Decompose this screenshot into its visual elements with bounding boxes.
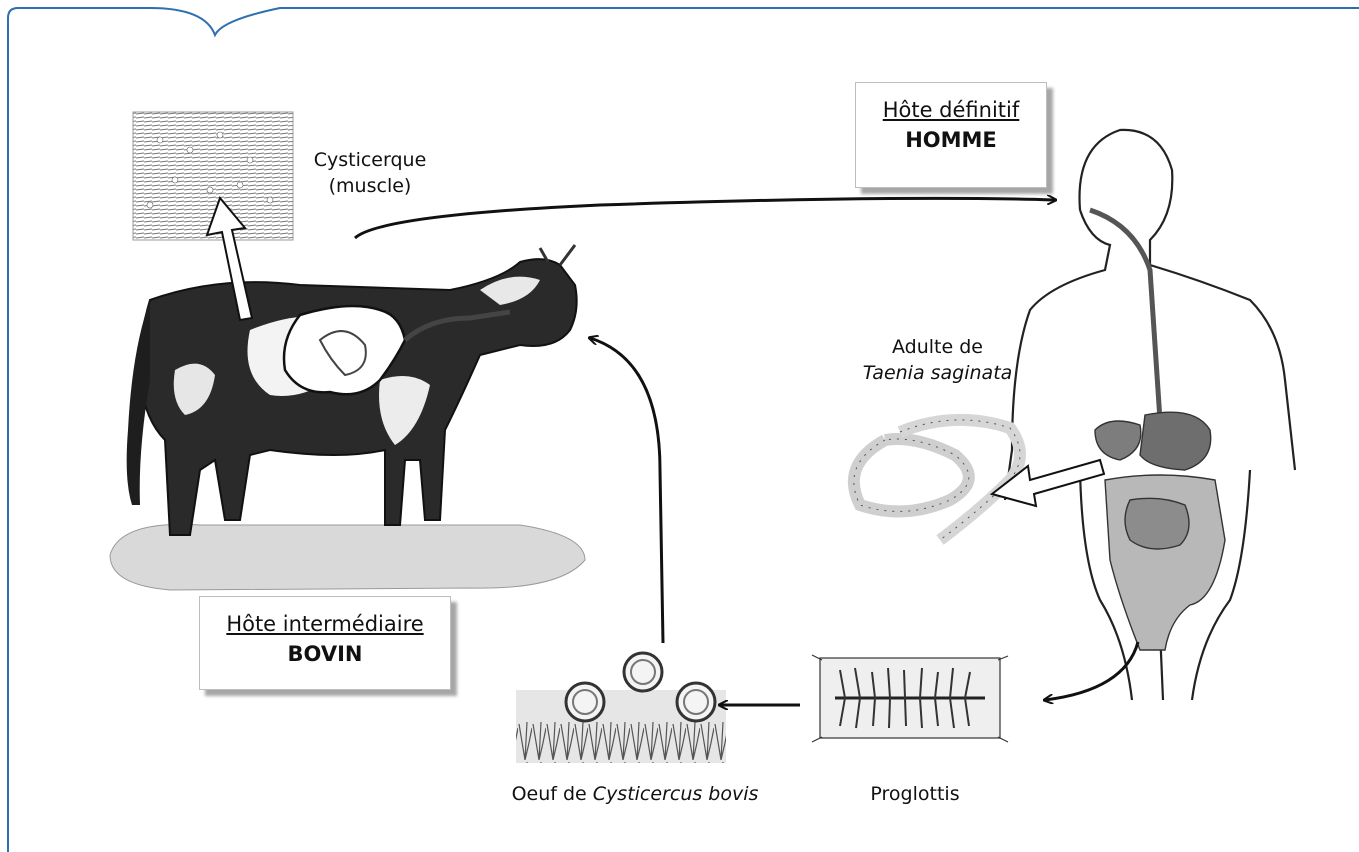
eggs-in-grass-illustration [516, 653, 726, 763]
label-egg: Oeuf de Cysticercus bovis [490, 782, 780, 808]
definitive-host-title: Hôte définitif [856, 95, 1046, 125]
egg-species: Cysticercus bovis [593, 783, 759, 805]
egg-prefix: Oeuf de [512, 783, 593, 805]
intermediate-host-name: BOVIN [200, 639, 450, 669]
proglottis-illustration [812, 655, 1008, 742]
definitive-host-name: HOMME [856, 125, 1046, 155]
label-proglottis: Proglottis [855, 782, 975, 808]
definitive-host-box: Hôte définitif HOMME [855, 82, 1047, 188]
arrow-eggs-to-cow [590, 338, 663, 643]
intermediate-host-box: Hôte intermédiaire BOVIN [199, 596, 451, 690]
label-adult-taenia: Adulte de Taenia saginata [855, 335, 1020, 386]
arrow-human-to-proglottis [1045, 642, 1138, 700]
cysticerque-line2: (muscle) [329, 175, 412, 197]
adult-line1: Adulte de [892, 336, 983, 358]
cysticerque-line1: Cysticerque [314, 149, 427, 171]
cow-illustration [127, 245, 577, 535]
proglottis-text: Proglottis [870, 783, 959, 805]
arrow-cow-to-human [355, 198, 1055, 238]
adult-species: Taenia saginata [863, 362, 1013, 384]
label-cysticerque: Cysticerque (muscle) [305, 148, 435, 199]
digestive-system [1095, 412, 1225, 650]
tapeworm-illustration [854, 420, 1020, 540]
intermediate-host-title: Hôte intermédiaire [200, 609, 450, 639]
